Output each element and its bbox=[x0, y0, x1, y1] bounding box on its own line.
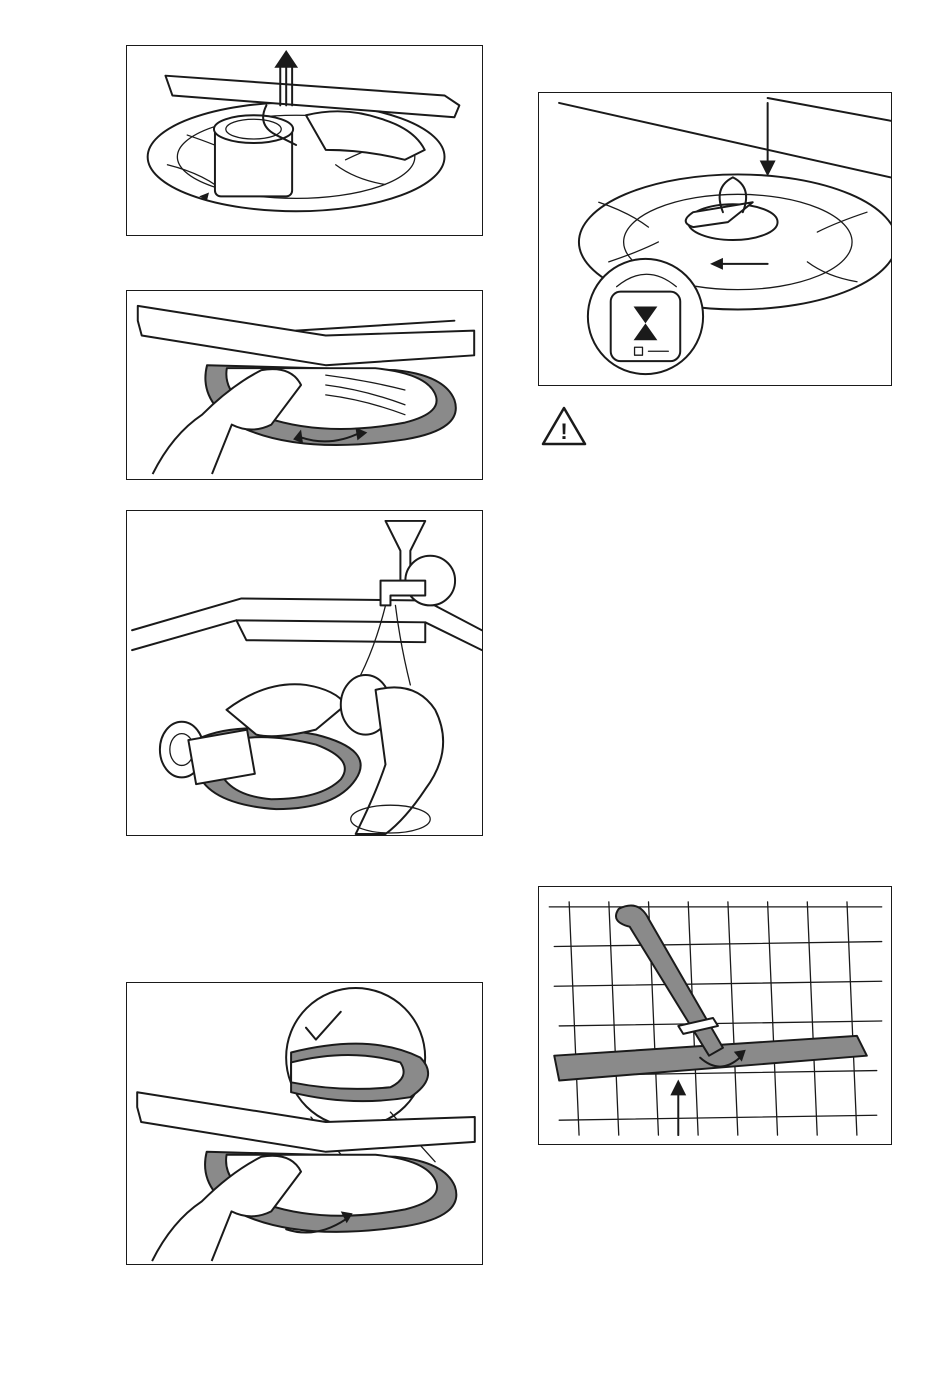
insert-filter-illustration bbox=[539, 93, 891, 385]
rinse-filters-illustration bbox=[127, 511, 482, 835]
remove-spray-arm-illustration bbox=[539, 887, 891, 1144]
figure-replace-flat-filter bbox=[126, 982, 483, 1265]
turn-flat-filter-illustration bbox=[127, 291, 482, 479]
figure-turn-flat-filter bbox=[126, 290, 483, 480]
figure-insert-filter bbox=[538, 92, 892, 386]
remove-filter-illustration bbox=[127, 46, 482, 235]
figure-remove-filter bbox=[126, 45, 483, 236]
replace-flat-filter-illustration bbox=[127, 983, 482, 1264]
warning-triangle-icon: ! bbox=[540, 405, 588, 447]
figure-rinse-filters bbox=[126, 510, 483, 836]
warning-symbol: ! bbox=[560, 419, 567, 444]
figure-remove-spray-arm bbox=[538, 886, 892, 1145]
